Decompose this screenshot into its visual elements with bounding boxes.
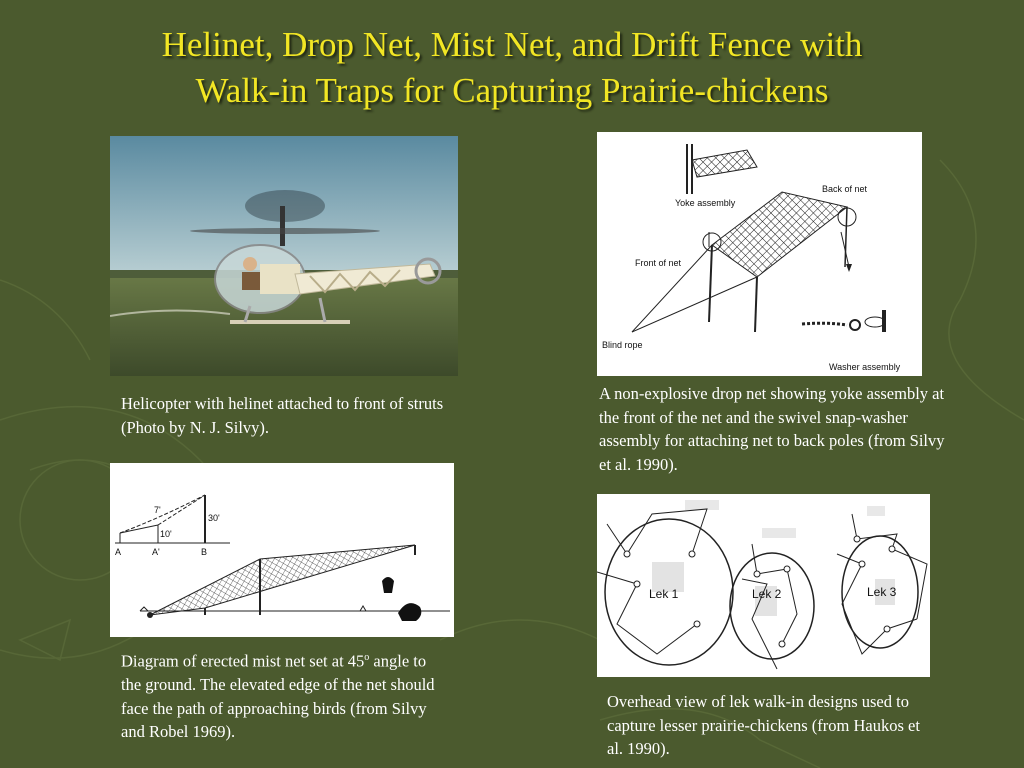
helicopter-photo — [110, 136, 458, 376]
label-30ft: 30' — [208, 513, 220, 523]
slide-title: Helinet, Drop Net, Mist Net, and Drift F… — [60, 22, 964, 114]
label-b: B — [201, 547, 207, 557]
mist-net-illustration: A A' B 7' 10' 30' — [115, 494, 450, 621]
degree-superscript: o — [364, 652, 370, 663]
label-7ft: 7' — [154, 505, 161, 515]
lek-walk-in-diagram: Lek 1 Lek 2 Lek 3 — [597, 494, 930, 677]
helicopter-illustration — [110, 136, 458, 376]
mist-net-caption-text-2: angle to the ground. The elevated edge o… — [121, 651, 435, 742]
bird-icon — [382, 577, 394, 593]
lek-caption: Overhead view of lek walk-in designs use… — [607, 692, 920, 758]
drop-net-diagram: Yoke assembly Back of net Front of net B… — [597, 132, 922, 376]
title-line-2: Walk-in Traps for Capturing Prairie-chic… — [195, 71, 829, 110]
mist-net-diagram: A A' B 7' 10' 30' — [110, 463, 454, 637]
yoke-label: Yoke assembly — [675, 198, 736, 208]
title-line-1: Helinet, Drop Net, Mist Net, and Drift F… — [161, 25, 863, 64]
front-of-net-label: Front of net — [635, 258, 682, 268]
drop-net-caption: A non-explosive drop net showing yoke as… — [599, 384, 945, 474]
helicopter-caption: Helicopter with helinet attached to fron… — [121, 394, 444, 437]
lek-2-label: Lek 2 — [752, 587, 782, 601]
drop-net-illustration: Yoke assembly Back of net Front of net B… — [602, 144, 901, 372]
lek-3-label: Lek 3 — [867, 585, 897, 599]
back-of-net-label: Back of net — [822, 184, 868, 194]
prairie-chicken-icon — [398, 603, 422, 621]
label-a-prime: A' — [152, 547, 160, 557]
mist-net-caption-text: Diagram of erected mist net set at 45 — [121, 651, 365, 671]
label-a: A — [115, 547, 121, 557]
washer-label: Washer assembly — [829, 362, 901, 372]
label-10ft: 10' — [160, 529, 172, 539]
mist-net-caption: Diagram of erected mist net set at 45o a… — [121, 646, 446, 744]
lek-illustration: Lek 1 Lek 2 Lek 3 — [597, 500, 928, 670]
lek-1-label: Lek 1 — [649, 587, 679, 601]
blind-rope-label: Blind rope — [602, 340, 643, 350]
